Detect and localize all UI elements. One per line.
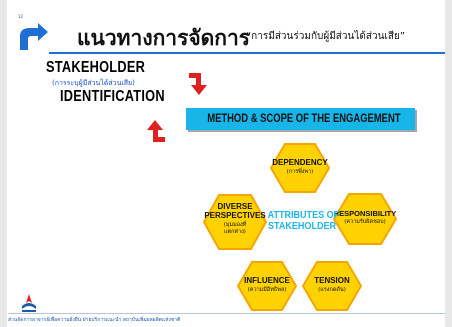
method-scope-banner: METHOD & SCOPE OF THE ENGAGEMENT [186, 108, 415, 130]
page-number: 12 [18, 14, 24, 19]
red-arrow-down-icon [187, 71, 211, 101]
hex-title-line2: PERSPECTIVES [204, 211, 266, 220]
page-title: แนวทางการจัดการ [77, 26, 251, 50]
hexagon-influence: INFLUENCE (ความมีอิทธิพล) [237, 261, 297, 311]
hexagon-responsibility: RESPONSIBILITY (ความรับผิดชอบ) [333, 193, 397, 245]
hex-title: RESPONSIBILITY [333, 209, 397, 218]
hex-thai: (มุมมองที่ [223, 222, 247, 228]
hex-thai: (การพึ่งพา) [286, 169, 314, 175]
hex-title: INFLUENCE [244, 276, 290, 285]
footer-divider [8, 313, 445, 314]
attributes-center-label: ATTRIBUTES OF STAKEHOLDER [262, 210, 342, 232]
hex-title: DEPENDENCY [272, 158, 328, 167]
method-scope-label: METHOD & SCOPE OF THE ENGAGEMENT [207, 113, 401, 125]
attributes-center-line2: STAKEHOLDER [267, 220, 337, 232]
curved-arrow-icon [14, 22, 50, 58]
title-divider [49, 52, 445, 54]
hexagon-dependency: DEPENDENCY (การพึ่งพา) [270, 143, 330, 193]
slide-frame-left [0, 0, 7, 327]
hexagon-diverse-perspectives: DIVERSE PERSPECTIVES (มุมมองที่ แตกต่าง) [203, 194, 267, 250]
hex-title: TENSION [314, 276, 350, 285]
hex-thai: (ความรับผิดชอบ) [344, 219, 386, 225]
organization-logo-icon [20, 293, 38, 317]
slide-frame-right [445, 0, 452, 327]
hex-thai-line2: แตกต่าง) [224, 229, 246, 235]
hex-thai: (ความมีอิทธิพล) [247, 287, 287, 293]
hexagon-tension: TENSION (แรงกดดัน) [302, 261, 362, 311]
hex-title: DIVERSE [217, 202, 253, 211]
hex-thai: (แรงกดดัน) [318, 287, 346, 293]
identification-heading: IDENTIFICATION [60, 88, 165, 105]
footer-text: ส่วนจัดการอาจารย์เพื่อความยั่งยืน ฝ่ายบร… [8, 317, 181, 323]
page-subtitle: “การมีส่วนร่วมกับผู้มีส่วนได้ส่วนเสีย” [246, 31, 405, 42]
red-arrow-up-icon [143, 118, 167, 148]
attributes-center-line1: ATTRIBUTES OF [267, 209, 340, 221]
stakeholder-heading: STAKEHOLDER [46, 59, 146, 76]
stakeholder-thai-caption: (การระบุผู้มีส่วนได้ส่วนเสีย) [52, 79, 135, 87]
